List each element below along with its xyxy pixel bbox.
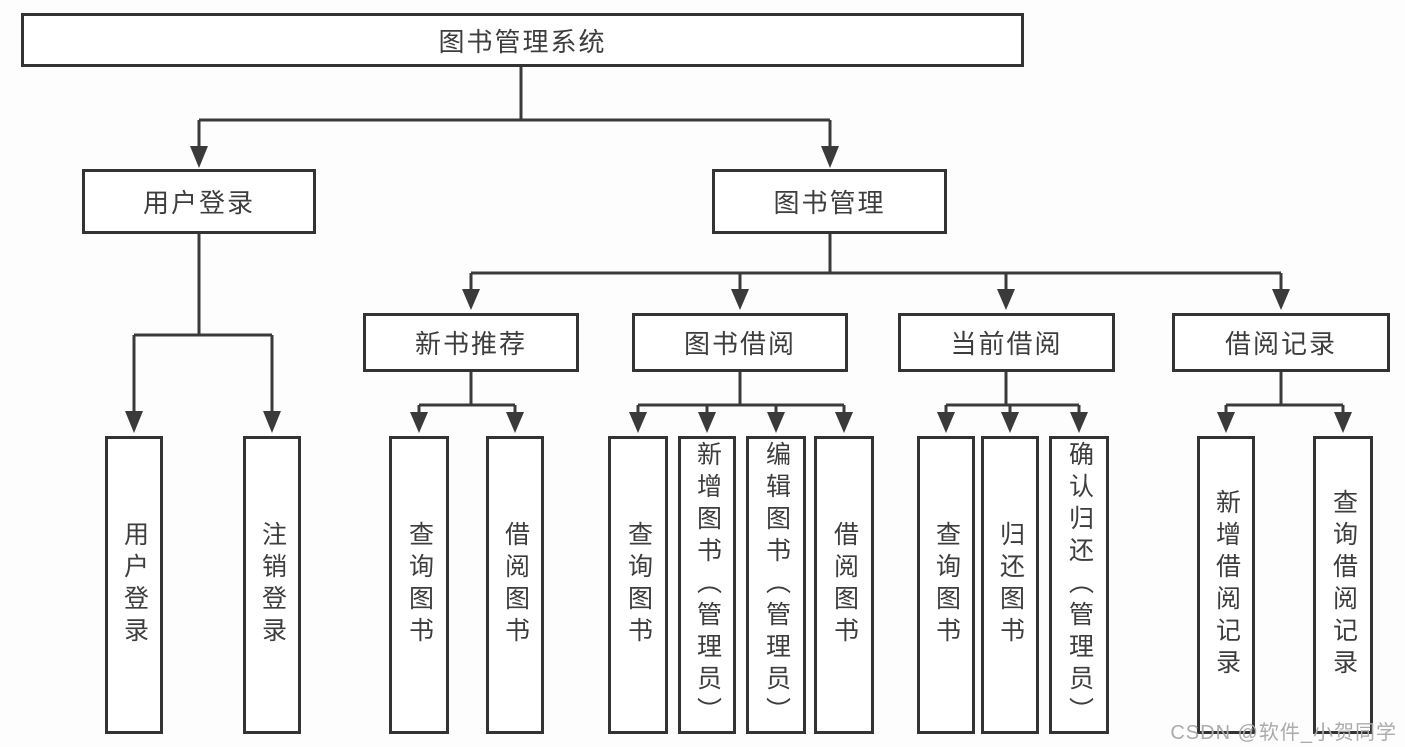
leaf-edit-book-admin-label: 编辑图书（管理员） [762, 441, 791, 729]
leaf-query-books-current: 查询图书 [917, 436, 975, 734]
leaf-query-books-current-label: 查询图书 [932, 521, 961, 649]
connector-borrow-records [1224, 372, 1345, 414]
arrow-down-icon [462, 289, 480, 310]
arrow-down-icon [767, 412, 785, 433]
leaf-query-books-borrow: 查询图书 [608, 436, 668, 734]
leaf-user-login: 用户登录 [105, 436, 163, 734]
connector-book-borrow [636, 372, 846, 414]
node-current-borrow: 当前借阅 [898, 313, 1115, 372]
arrow-down-icon [1217, 412, 1235, 433]
node-user-login: 用户登录 [82, 169, 316, 234]
leaf-confirm-return-admin-label: 确认归还（管理员） [1065, 441, 1094, 729]
leaf-edit-book-admin: 编辑图书（管理员） [746, 436, 806, 734]
arrow-down-icon [506, 412, 524, 433]
leaf-logout: 注销登录 [243, 436, 301, 734]
leaf-add-borrow-record-label: 新增借阅记录 [1212, 489, 1241, 681]
leaf-return-books-label: 归还图书 [996, 521, 1025, 649]
node-user-login-label: 用户登录 [142, 188, 255, 218]
connector-root [197, 67, 832, 148]
node-root-label: 图书管理系统 [438, 26, 607, 57]
connector-new-book-recommend [417, 372, 517, 414]
connector-current-borrow [944, 372, 1081, 414]
leaf-query-books-borrow-label: 查询图书 [624, 521, 653, 649]
leaf-add-book-admin-label: 新增图书（管理员） [693, 441, 722, 729]
arrow-down-icon [1334, 412, 1352, 433]
arrow-down-icon [125, 411, 143, 433]
watermark: CSDN @软件_小贺同学 [1170, 722, 1397, 744]
connector-book-management [469, 234, 1283, 291]
leaf-borrow-books-label: 借阅图书 [830, 521, 859, 649]
arrow-down-icon [997, 289, 1015, 310]
leaf-borrow-books-recommend: 借阅图书 [486, 436, 544, 734]
node-borrow-records-label: 借阅记录 [1224, 329, 1337, 359]
arrow-down-icon [698, 412, 716, 433]
arrow-down-icon [410, 412, 428, 433]
leaf-user-login-label: 用户登录 [120, 521, 149, 649]
arrow-down-icon [835, 412, 853, 433]
leaf-add-borrow-record: 新增借阅记录 [1197, 436, 1255, 734]
node-new-book-recommend-label: 新书推荐 [414, 329, 527, 359]
arrow-down-icon [1070, 412, 1088, 433]
node-book-management-label: 图书管理 [773, 188, 886, 218]
leaf-borrow-books: 借阅图书 [814, 436, 874, 734]
arrow-down-icon [263, 411, 281, 433]
arrow-down-icon [821, 146, 839, 168]
arrow-down-icon [937, 412, 955, 433]
arrow-down-icon [190, 146, 208, 168]
leaf-return-books: 归还图书 [981, 436, 1039, 734]
connector-user-login [132, 234, 274, 413]
node-book-borrow-label: 图书借阅 [683, 329, 796, 359]
leaf-query-borrow-record-label: 查询借阅记录 [1329, 489, 1358, 681]
leaf-logout-label: 注销登录 [258, 521, 287, 649]
leaf-query-books-recommend: 查询图书 [389, 436, 449, 734]
arrow-down-icon [629, 412, 647, 433]
leaf-confirm-return-admin: 确认归还（管理员） [1049, 436, 1109, 734]
arrow-down-icon [1272, 289, 1290, 310]
leaf-query-borrow-record: 查询借阅记录 [1313, 436, 1373, 734]
leaf-add-book-admin: 新增图书（管理员） [678, 436, 736, 734]
node-borrow-records: 借阅记录 [1172, 313, 1390, 372]
leaf-query-books-recommend-label: 查询图书 [405, 521, 434, 649]
node-book-management: 图书管理 [712, 169, 947, 234]
node-new-book-recommend: 新书推荐 [363, 313, 579, 372]
arrow-down-icon [731, 289, 749, 310]
leaf-borrow-books-recommend-label: 借阅图书 [501, 521, 530, 649]
node-book-borrow: 图书借阅 [632, 313, 848, 372]
node-current-borrow-label: 当前借阅 [950, 329, 1063, 359]
arrow-down-icon [1001, 412, 1019, 433]
node-root: 图书管理系统 [21, 13, 1024, 67]
arrow-heads [125, 146, 1352, 433]
